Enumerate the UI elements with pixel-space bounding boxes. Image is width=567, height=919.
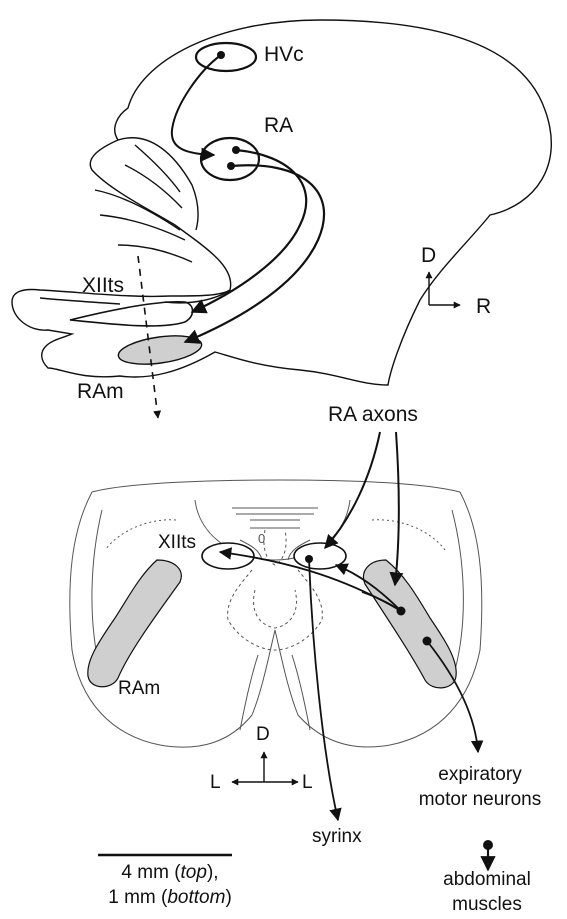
ra-nucleus	[201, 138, 259, 180]
label-expiratory-line1: expiratory	[400, 762, 560, 787]
label-dir-l-right: L	[302, 773, 313, 792]
label-dir-r: R	[476, 296, 491, 317]
scale-bar-label: 4 mm (top), 1 mm (bottom)	[60, 860, 280, 910]
label-expiratory-motor-neurons: expiratory motor neurons	[400, 762, 560, 812]
label-dir-d-top: D	[421, 245, 436, 266]
ra-axon-bottom-1	[325, 432, 380, 548]
ra-axon-to-ram	[185, 165, 324, 342]
label-abdominal-line2: muscles	[412, 892, 562, 917]
label-ram-bottom: RAm	[118, 679, 160, 698]
label-dir-l-left: L	[210, 773, 221, 792]
label-zero: 0	[258, 532, 265, 545]
label-expiratory-line2: motor neurons	[400, 787, 560, 812]
label-syrinx: syrinx	[312, 827, 362, 846]
label-hvc: HVc	[264, 44, 304, 65]
ram-bottom-left	[88, 560, 181, 687]
label-dir-d-bottom: D	[256, 725, 270, 744]
sagittal-brain	[12, 20, 551, 385]
label-abdominal-line1: abdominal	[412, 867, 562, 892]
scale-bar-line1: 4 mm (top),	[60, 860, 280, 885]
xiits-top-nucleus	[70, 302, 193, 326]
label-ram-top: RAm	[77, 381, 124, 402]
compass-bottom	[232, 752, 298, 782]
scale-bar-line2: 1 mm (bottom)	[60, 885, 280, 910]
ram-bottom-right	[364, 560, 457, 688]
label-xiits-top: XIIts	[82, 275, 124, 296]
brain-outline	[12, 20, 551, 385]
syrinx-nerve	[309, 559, 338, 820]
ram-top-nucleus	[117, 331, 204, 368]
ra-axon-bottom-2	[395, 432, 399, 585]
label-ra-axons: RA axons	[328, 404, 418, 425]
label-xiits-bottom: XIIts	[158, 533, 196, 552]
compass-top	[429, 272, 460, 305]
label-ra: RA	[264, 115, 293, 136]
hvc-nucleus	[196, 43, 256, 71]
label-abdominal-muscles: abdominal muscles	[412, 867, 562, 917]
